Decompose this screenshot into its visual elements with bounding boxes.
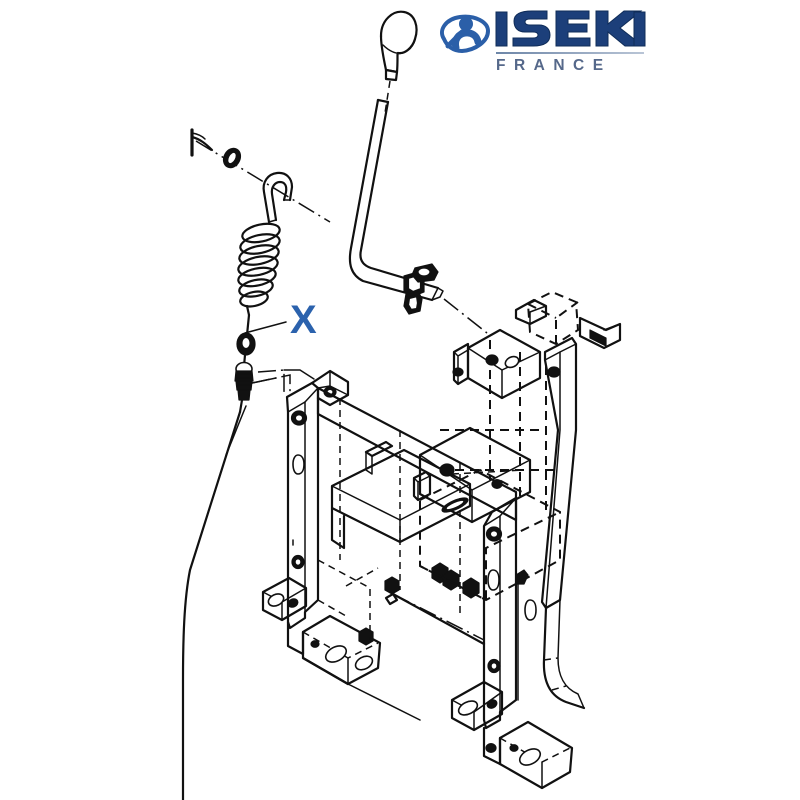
main-frame-left-upright bbox=[285, 381, 320, 630]
upper-assembly-centerline bbox=[195, 140, 331, 223]
mounting-foot-right bbox=[450, 680, 504, 766]
iseki-wordmark-icon bbox=[495, 10, 646, 47]
upper-left-bracket bbox=[310, 369, 350, 407]
knob-to-lever-centerline bbox=[384, 80, 391, 114]
cotter-pin bbox=[190, 128, 214, 157]
lever-assembly-centerline bbox=[443, 298, 488, 334]
iseki-oval-figure-mark-icon bbox=[440, 14, 491, 54]
hidden-tray-echo bbox=[317, 559, 379, 640]
mid-shelf-plate bbox=[330, 440, 472, 550]
washer bbox=[222, 147, 242, 169]
logo-divider-rule bbox=[496, 52, 644, 54]
bottom-rail bbox=[301, 656, 421, 721]
mounting-foot-left bbox=[261, 576, 308, 656]
gear-shift-knob bbox=[379, 10, 418, 82]
gear-shift-lever-rod bbox=[348, 98, 444, 302]
brand-subtitle: FRANCE bbox=[496, 57, 612, 74]
callout-label-x: X bbox=[290, 298, 317, 342]
cable-adjuster-leader bbox=[251, 374, 291, 395]
hidden-frame-echo bbox=[419, 468, 561, 602]
spring-hook-rod bbox=[262, 171, 294, 224]
hidden-housing-outline bbox=[440, 290, 622, 512]
upper-left-bracket-centerline bbox=[257, 369, 315, 392]
cable-adjuster bbox=[234, 361, 254, 414]
center-vertical-plate bbox=[482, 496, 518, 730]
callout-x-leader bbox=[244, 321, 287, 334]
pivot-bracket bbox=[418, 426, 532, 524]
lower-right-flange bbox=[498, 720, 574, 790]
lever-pivot-clamp bbox=[403, 263, 439, 315]
iseki-france-logo: FRANCE bbox=[436, 8, 646, 78]
lower-diagonal-brace bbox=[384, 592, 486, 646]
extension-spring bbox=[237, 222, 281, 317]
main-frame-right-upright bbox=[540, 336, 586, 710]
control-cable bbox=[181, 405, 247, 800]
